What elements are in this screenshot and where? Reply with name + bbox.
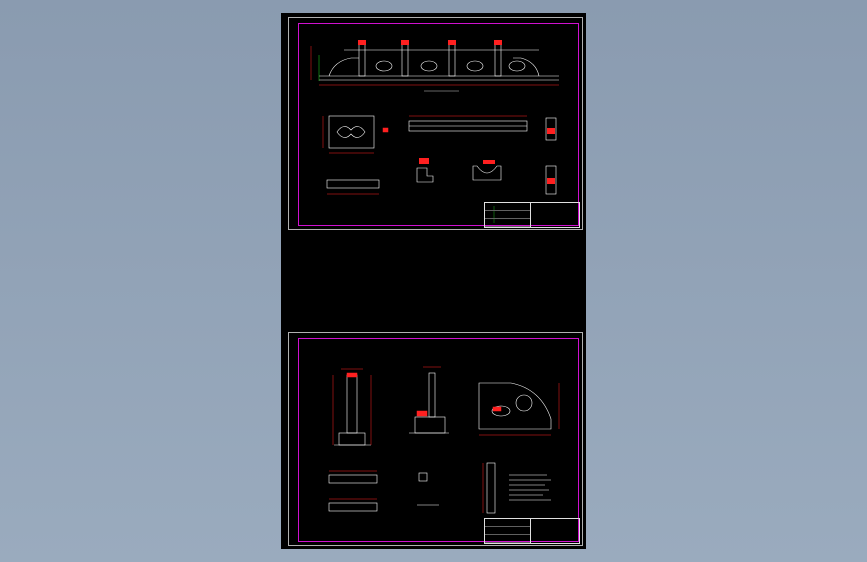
post-caps — [358, 40, 502, 45]
balustrade-elevation — [319, 43, 559, 81]
general-notes — [509, 474, 551, 501]
end-scroll-panel — [478, 382, 552, 430]
post-elevation-dimensions — [332, 368, 372, 445]
drawing-canvas[interactable] — [281, 13, 586, 549]
panel-dimensions — [322, 116, 389, 154]
post-section-b — [545, 165, 557, 195]
sheet-2-frame — [298, 338, 579, 542]
post-section — [409, 372, 449, 434]
post-section-a — [545, 117, 557, 141]
handrail-section — [408, 120, 528, 132]
joint-detail — [417, 472, 439, 506]
post-elevation — [334, 374, 371, 446]
cap-strip — [328, 474, 378, 484]
sheet-1-linework — [310, 40, 559, 223]
elevation-dimensions — [310, 46, 559, 86]
sheet-2-linework — [328, 366, 560, 514]
base-strip — [326, 179, 380, 189]
section-detail-1 — [416, 158, 434, 183]
drawing-sheet-1[interactable] — [288, 17, 583, 230]
sill-strip — [328, 502, 378, 512]
sheet-2-title-block — [484, 518, 580, 544]
sheet-1-frame — [298, 23, 579, 226]
vertical-rail — [486, 462, 496, 514]
section-detail-2 — [472, 160, 502, 181]
panel-detail — [328, 115, 375, 149]
drawing-sheet-2[interactable] — [288, 332, 583, 546]
sheet-1-title-block — [484, 202, 580, 228]
